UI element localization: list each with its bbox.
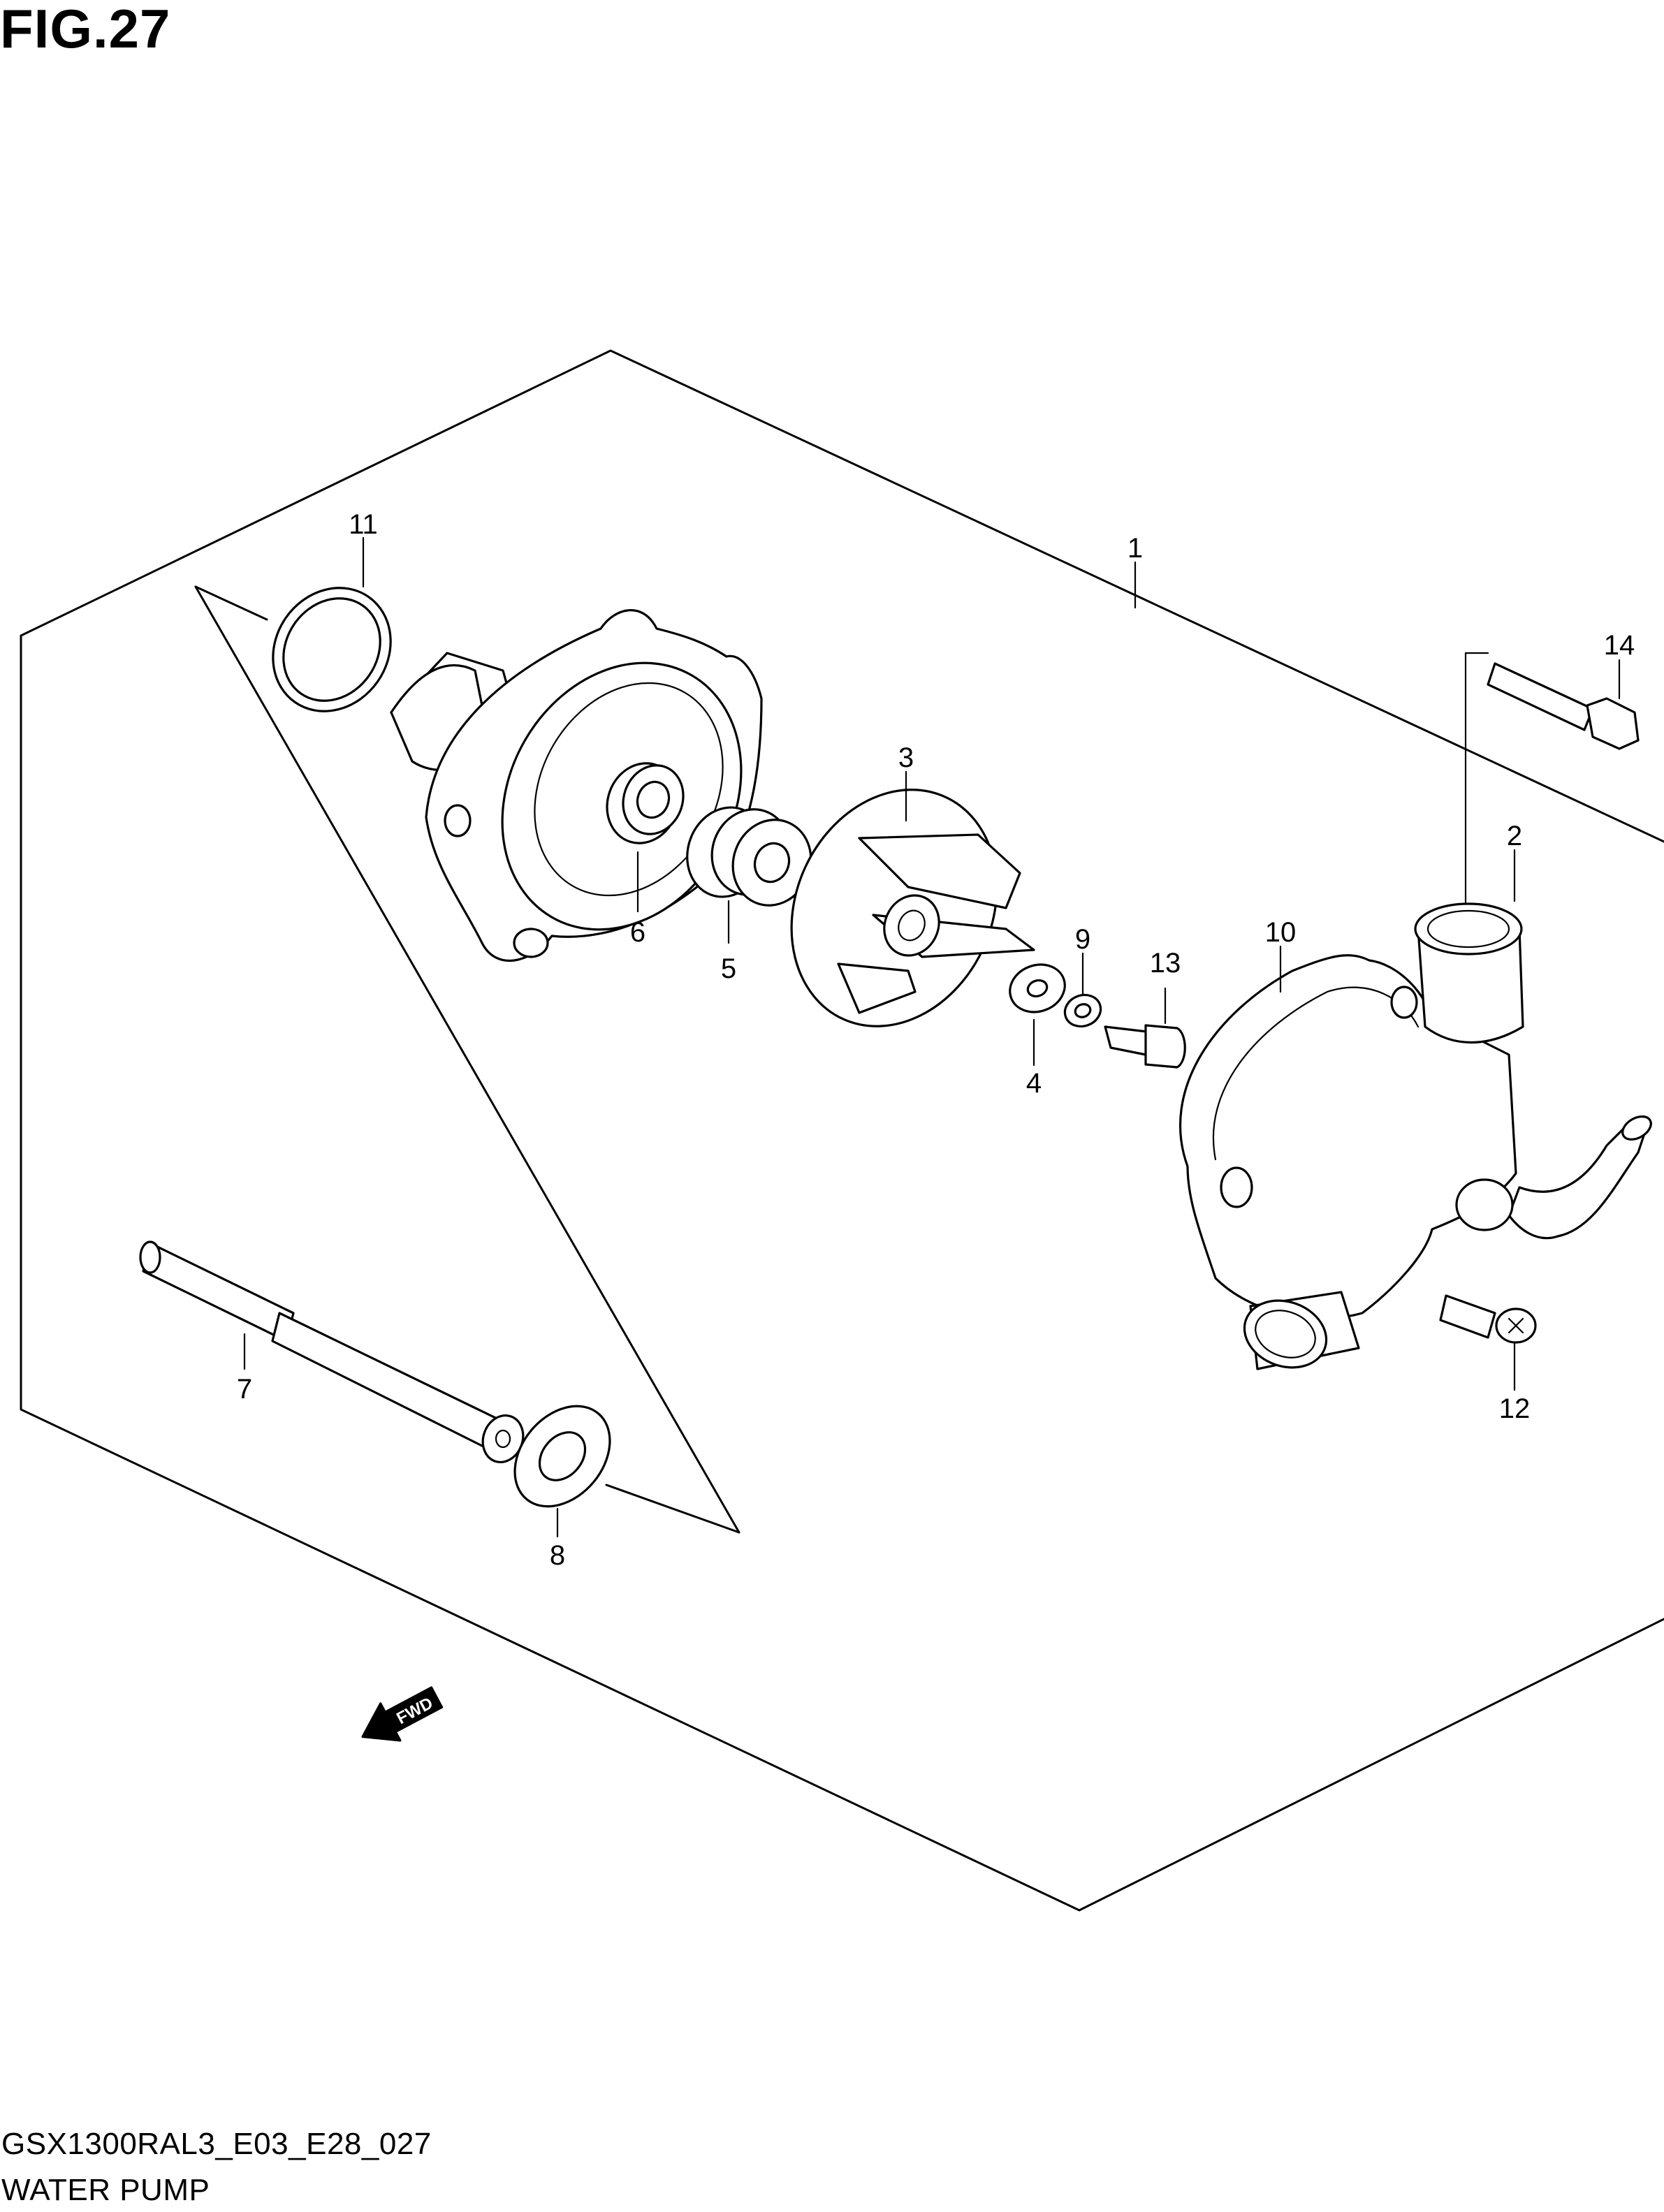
callout-4: 4 [1026,1068,1042,1099]
bolt-icon [1487,662,1640,750]
callout-2: 2 [1507,821,1522,851]
o-ring-icon [272,587,392,712]
assembly-boundary [20,349,1664,1912]
callout-10: 10 [1265,917,1297,948]
impeller-bolt-icon [1104,1024,1186,1069]
callout-5: 5 [721,953,736,984]
screw-icon [1439,1294,1537,1344]
oil-seal-icon [606,762,685,844]
figure-title: FIG.27 [0,0,171,59]
fwd-arrow-icon: FWD [361,1686,444,1742]
outlet-pipe-icon [1414,902,1524,1043]
callout-1: 1 [1127,533,1143,564]
callout-9: 9 [1075,924,1090,955]
washer-4-icon [1009,963,1066,1013]
callout-3: 3 [898,742,914,773]
hose-barb-icon [1455,1115,1652,1240]
callout-14: 14 [1604,630,1635,661]
pump-cover-icon [1179,954,1517,1320]
mechanical-seal-icon [686,806,812,907]
callout-8: 8 [550,1540,565,1571]
leader-lines [243,536,1621,1538]
washer-8-icon [513,1405,611,1508]
callout-6: 6 [630,917,645,948]
inlet-spigot-icon [1243,1291,1360,1370]
callout-labels: 11 1 14 3 2 10 9 13 6 5 4 7 12 8 [237,509,1635,1571]
impeller-icon [790,789,1035,1027]
footer-code: GSX1300RAL3_E03_E28_027 [1,2127,432,2161]
callout-13: 13 [1150,948,1181,979]
callout-7: 7 [237,1374,252,1405]
callout-12: 12 [1499,1393,1531,1424]
pump-shaft-icon [139,1240,525,1463]
callout-11: 11 [349,509,378,540]
washer-9-icon [1063,993,1102,1028]
footer-name: WATER PUMP [1,2173,210,2207]
